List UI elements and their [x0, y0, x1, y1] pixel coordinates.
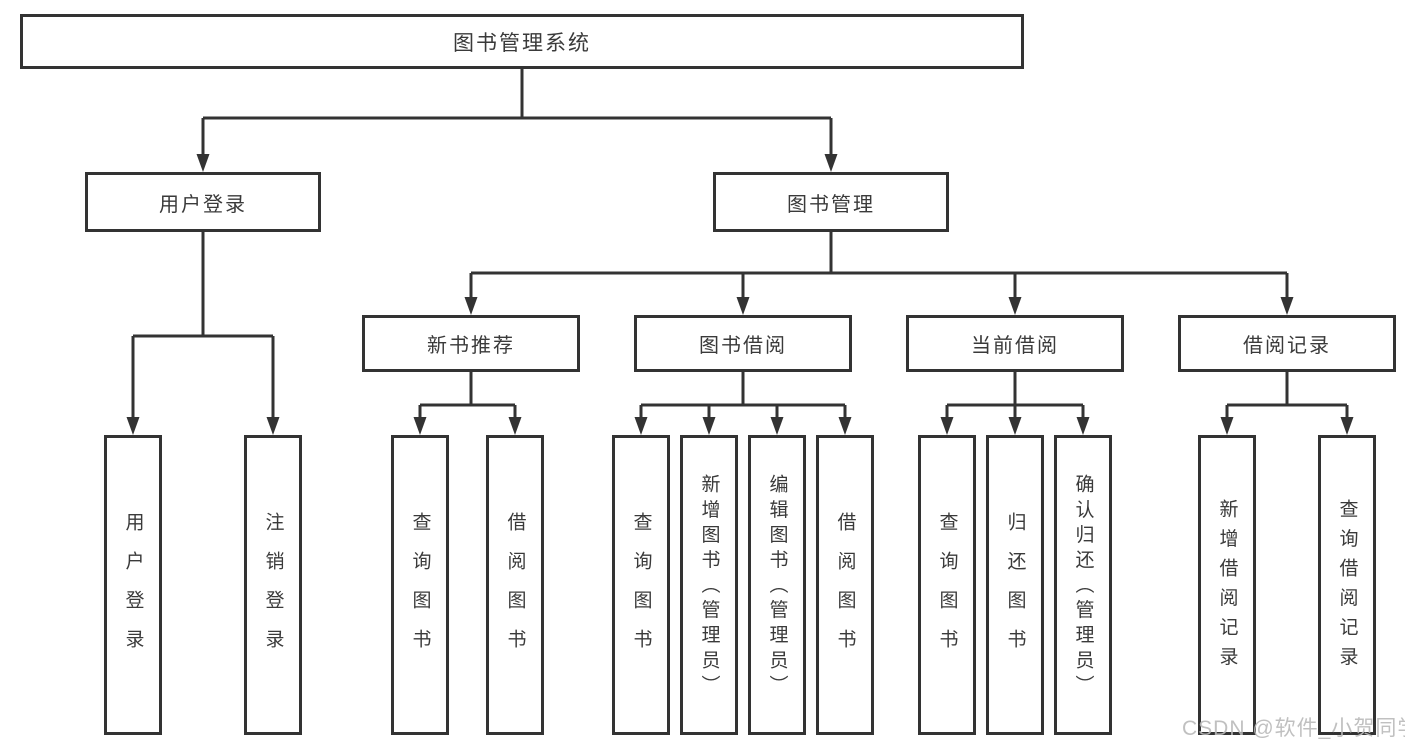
leaf-label: 新增借阅记录: [1216, 499, 1238, 677]
leaf-add-borrow-record: 新增借阅记录: [1198, 435, 1256, 735]
node-root: 图书管理系统: [20, 14, 1024, 69]
node-book-management: 图书管理: [713, 172, 949, 232]
leaf-label: 查询图书: [409, 511, 431, 668]
node-user-login: 用户登录: [85, 172, 321, 232]
leaf-label: 查询图书: [630, 511, 652, 668]
csdn-watermark: CSDN @软件_小贺同学: [1182, 717, 1405, 740]
node-borrow-records: 借阅记录: [1178, 315, 1396, 372]
leaf-confirm-return-admin: 确认归还（管理员）: [1054, 435, 1112, 735]
leaf-return-book: 归还图书: [986, 435, 1044, 735]
arrow-icon: [1280, 297, 1294, 315]
connector-root-trunk: [201, 69, 833, 156]
leaf-label: 借阅图书: [834, 511, 856, 668]
leaf-query-borrow-record: 查询借阅记录: [1318, 435, 1376, 735]
arrow-icon: [940, 417, 954, 435]
arrow-icon: [634, 417, 648, 435]
arrowheads: [126, 154, 1354, 435]
arrow-icon: [824, 154, 838, 172]
leaf-label: 借阅图书: [504, 511, 526, 668]
connector-current-borrow: [945, 372, 1085, 420]
arrow-icon: [1076, 417, 1090, 435]
arrow-icon: [413, 417, 427, 435]
leaf-label: 查询图书: [936, 511, 958, 668]
arrow-icon: [702, 417, 716, 435]
leaf-add-book-admin: 新增图书（管理员）: [680, 435, 738, 735]
leaf-query-books-borrow: 查询图书: [612, 435, 670, 735]
leaf-label: 新增图书（管理员）: [698, 473, 720, 700]
connector-user-login: [131, 232, 275, 420]
node-book-borrow: 图书借阅: [634, 315, 852, 372]
arrow-icon: [770, 417, 784, 435]
leaf-label: 归还图书: [1004, 511, 1026, 668]
leaf-query-books-current: 查询图书: [918, 435, 976, 735]
arrow-icon: [1008, 297, 1022, 315]
node-current-borrow: 当前借阅: [906, 315, 1124, 372]
leaf-query-books-recommend: 查询图书: [391, 435, 449, 735]
arrow-icon: [736, 297, 750, 315]
connector-borrow-records: [1225, 372, 1349, 420]
arrow-icon: [1220, 417, 1234, 435]
leaf-label: 查询借阅记录: [1336, 499, 1358, 677]
arrow-icon: [464, 297, 478, 315]
leaf-logout: 注销登录: [244, 435, 302, 735]
leaf-label: 注销登录: [262, 511, 284, 668]
arrow-icon: [196, 154, 210, 172]
leaf-borrow-books: 借阅图书: [816, 435, 874, 735]
arrow-icon: [838, 417, 852, 435]
leaf-label: 确认归还（管理员）: [1072, 473, 1094, 700]
connector-new-book: [418, 372, 517, 420]
arrow-icon: [1008, 417, 1022, 435]
leaf-borrow-books-recommend: 借阅图书: [486, 435, 544, 735]
arrow-icon: [1340, 417, 1354, 435]
leaf-user-login: 用户登录: [104, 435, 162, 735]
connector-book-borrow: [639, 372, 847, 420]
arrow-icon: [508, 417, 522, 435]
leaf-label: 编辑图书（管理员）: [766, 473, 788, 700]
arrow-icon: [266, 417, 280, 435]
leaf-label: 用户登录: [122, 511, 144, 668]
node-new-book-recommend: 新书推荐: [362, 315, 580, 372]
connector-book-management: [469, 232, 1289, 300]
arrow-icon: [126, 417, 140, 435]
leaf-edit-book-admin: 编辑图书（管理员）: [748, 435, 806, 735]
